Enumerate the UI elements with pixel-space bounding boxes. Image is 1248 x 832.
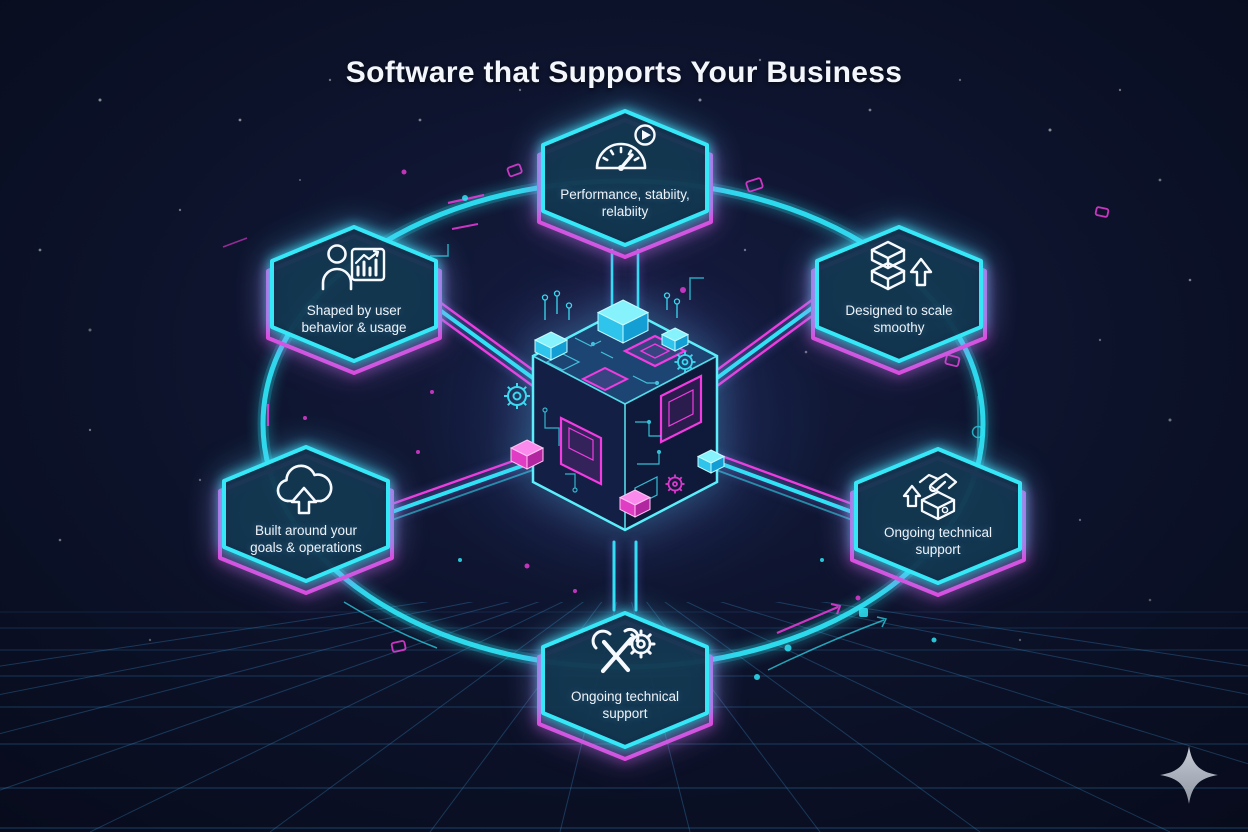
node-performance: Performance, stabiity, relabiity [535, 108, 715, 259]
speedometer-icon [595, 124, 656, 171]
hexagon-frame [266, 225, 442, 375]
handshake-box-icon [902, 472, 958, 521]
node-label: Performance, stabiity, relabiity [560, 187, 690, 220]
right-face-details [634, 374, 703, 507]
node-scalability: Designed to scale smoothy [809, 224, 989, 375]
stars [38, 58, 1192, 642]
node-support-tools: Ongoing technical support [535, 610, 715, 761]
wrench-gear-icon [591, 627, 656, 674]
left-face-details [542, 407, 603, 493]
core-cube-illustration [504, 290, 726, 532]
node-label: Ongoing technical support [570, 689, 680, 722]
hexagon-frame [537, 109, 713, 259]
pin-traces [541, 290, 681, 320]
node-label: Built around your goals & operations [250, 523, 362, 556]
floating-cubes [509, 299, 726, 518]
hexagon-frame [811, 225, 987, 375]
page-title: Software that Supports Your Business [345, 56, 903, 90]
user-analytics-icon [321, 244, 386, 291]
node-label: Designed to scale smoothy [845, 303, 953, 336]
hexagon-frame [537, 611, 713, 761]
node-goals-operations: Built around your goals & operations [216, 444, 396, 595]
gear-outlines [504, 351, 696, 409]
node-support-handshake: Ongoing technical support [848, 446, 1028, 597]
stacked-boxes-icon [870, 240, 933, 291]
sparkle-logo-icon [1160, 746, 1218, 804]
decorative-particles [38, 58, 1192, 680]
cloud-upload-icon [276, 464, 333, 515]
node-label: Shaped by user behavior & usage [301, 303, 407, 336]
node-label: Ongoing technical support [883, 525, 993, 558]
node-user-behavior: Shaped by user behavior & usage [264, 224, 444, 375]
